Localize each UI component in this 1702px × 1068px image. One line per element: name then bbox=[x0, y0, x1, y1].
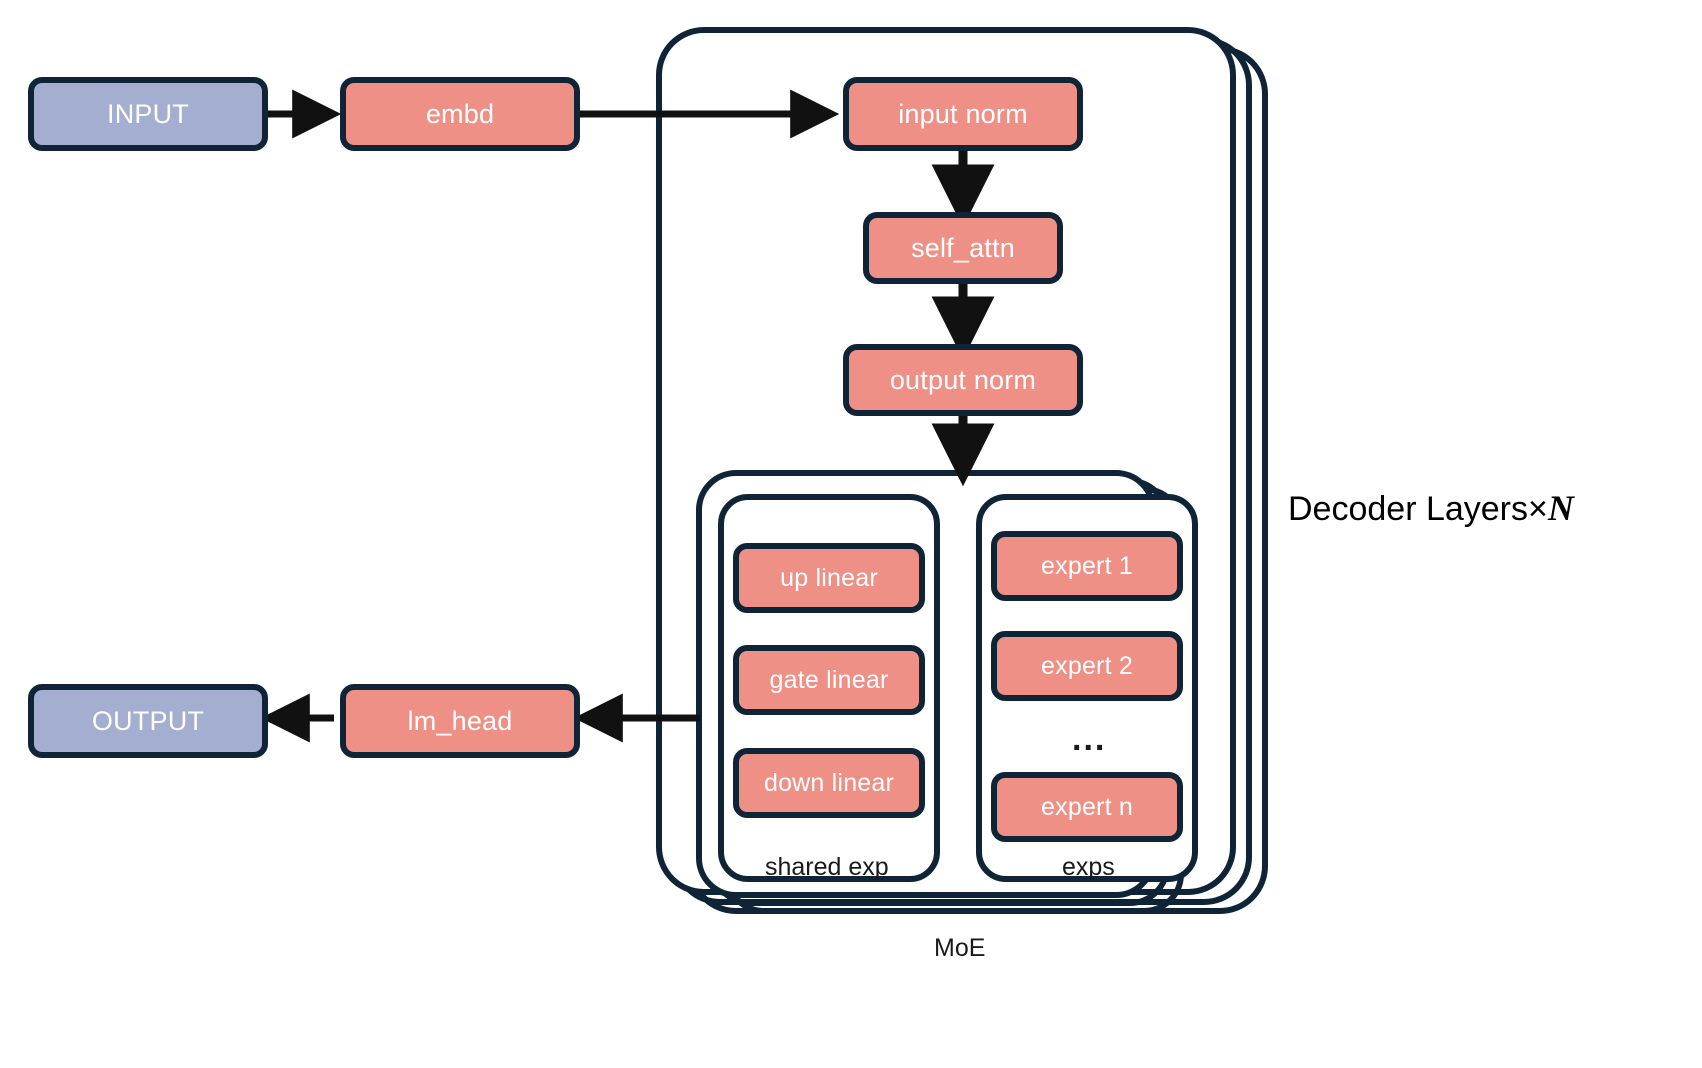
node-embd-label: embd bbox=[425, 98, 495, 129]
node-input-norm[interactable]: input norm bbox=[843, 77, 1083, 151]
node-lm-head-label: lm_head bbox=[407, 705, 513, 736]
node-down-linear[interactable]: down linear bbox=[733, 748, 925, 818]
node-expert-n-label: expert n bbox=[1041, 792, 1133, 821]
decoder-layers-count-variable: N bbox=[1547, 488, 1574, 528]
node-up-linear-label: up linear bbox=[780, 563, 878, 592]
node-self-attn-label: self_attn bbox=[911, 232, 1015, 263]
decoder-layers-annotation-text: Decoder Layers× bbox=[1288, 490, 1548, 528]
node-lm-head[interactable]: lm_head bbox=[340, 684, 580, 758]
node-output-label: OUTPUT bbox=[91, 705, 205, 736]
node-output[interactable]: OUTPUT bbox=[28, 684, 268, 758]
node-expert-2-label: expert 2 bbox=[1041, 651, 1133, 680]
exps-label: exps bbox=[1062, 853, 1115, 881]
moe-label: MoE bbox=[934, 934, 986, 962]
node-self-attn[interactable]: self_attn bbox=[863, 212, 1063, 284]
node-gate-linear-label: gate linear bbox=[769, 665, 889, 694]
node-input-norm-label: input norm bbox=[898, 98, 1028, 129]
node-output-norm-label: output norm bbox=[889, 364, 1037, 395]
decoder-layers-annotation: Decoder Layers×N bbox=[1288, 490, 1574, 526]
node-embd[interactable]: embd bbox=[340, 77, 580, 151]
experts-ellipsis: ... bbox=[1072, 720, 1107, 758]
node-up-linear[interactable]: up linear bbox=[733, 543, 925, 613]
node-expert-2[interactable]: expert 2 bbox=[991, 631, 1183, 701]
node-down-linear-label: down linear bbox=[763, 768, 895, 797]
node-input-label: INPUT bbox=[107, 98, 189, 129]
node-input[interactable]: INPUT bbox=[28, 77, 268, 151]
node-expert-1-label: expert 1 bbox=[1041, 551, 1133, 580]
shared-exp-label: shared exp bbox=[765, 853, 889, 881]
node-expert-1[interactable]: expert 1 bbox=[991, 531, 1183, 601]
node-output-norm[interactable]: output norm bbox=[843, 344, 1083, 416]
node-gate-linear[interactable]: gate linear bbox=[733, 645, 925, 715]
node-expert-n[interactable]: expert n bbox=[991, 772, 1183, 842]
